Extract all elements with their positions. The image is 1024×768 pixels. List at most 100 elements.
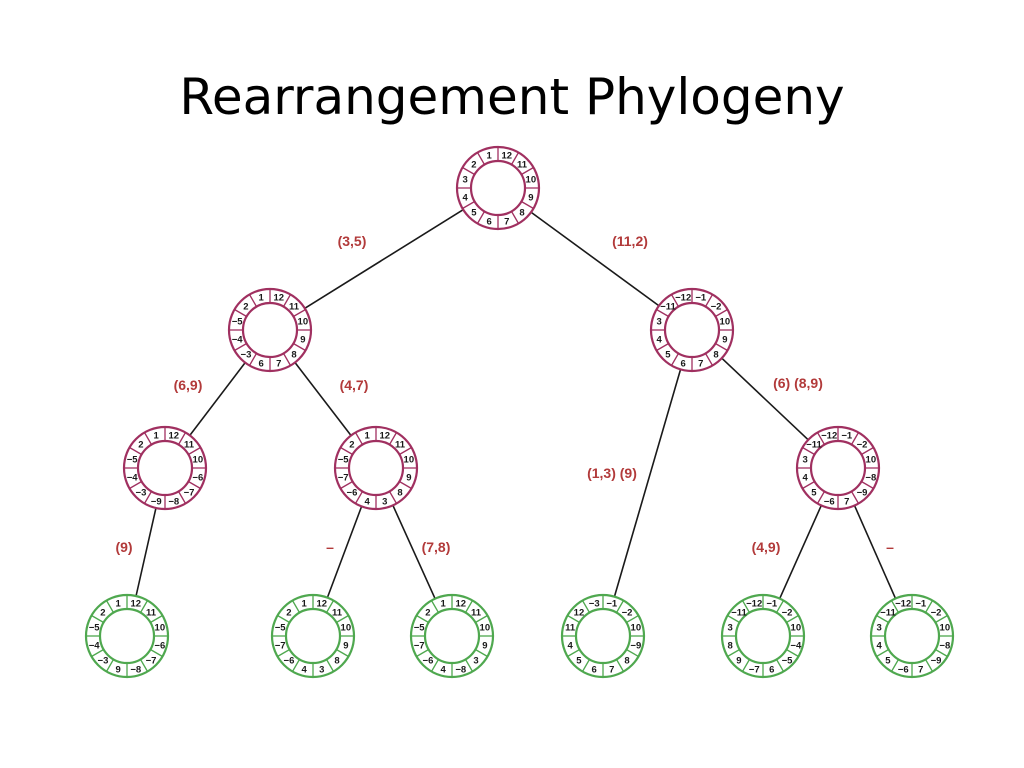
segment-divider (567, 614, 580, 624)
segment-divider (336, 648, 349, 658)
segment-divider (129, 480, 142, 490)
gene-label: 6 (487, 216, 492, 227)
gene-label: 9 (528, 192, 533, 203)
gene-label: −5 (275, 623, 287, 634)
segment-divider (626, 648, 639, 658)
gene-label: −5 (338, 455, 350, 466)
gene-label: 9 (736, 656, 741, 667)
gene-label: 1 (116, 599, 122, 610)
gene-label: 3 (473, 656, 478, 667)
segment-divider (143, 491, 153, 504)
segment-divider (581, 600, 591, 613)
gene-label: 8 (334, 656, 339, 667)
segment-divider (354, 432, 364, 445)
segment-divider (277, 614, 290, 624)
segment-divider (177, 432, 187, 445)
gene-label: −6 (898, 664, 909, 675)
segment-divider (340, 446, 353, 456)
gene-label: −2 (711, 301, 722, 312)
gene-label: 10 (480, 623, 491, 634)
gene-label: −3 (589, 599, 600, 610)
gene-label: 11 (184, 439, 195, 450)
gene-label: 12 (456, 599, 467, 610)
gene-label: 10 (404, 455, 415, 466)
segment-divider (786, 614, 799, 624)
gene-label: 5 (576, 656, 582, 667)
segment-divider (336, 614, 349, 624)
gene-label: 10 (940, 623, 951, 634)
gene-label: 10 (720, 317, 731, 328)
segment-divider (802, 446, 815, 456)
gene-label: −11 (731, 607, 747, 618)
segment-divider (177, 491, 187, 504)
edge-label-n5-l5: (4,9) (752, 539, 781, 555)
segment-divider (150, 614, 163, 624)
gene-label: 9 (482, 640, 487, 651)
gene-label: 4 (365, 496, 371, 507)
gene-label: 2 (243, 301, 248, 312)
gene-label: 10 (298, 317, 309, 328)
segment-divider (105, 659, 115, 672)
segment-divider (291, 659, 301, 672)
gene-label: −3 (241, 350, 252, 361)
gene-label: 9 (343, 640, 348, 651)
segment-divider (741, 659, 751, 672)
edge-n2-l4 (613, 369, 682, 597)
edge-n4-l2 (326, 506, 363, 598)
gene-label: −12 (895, 599, 911, 610)
segment-divider (430, 659, 440, 672)
segment-divider (670, 353, 680, 366)
edge-n4-l3 (392, 505, 436, 599)
gene-label: −9 (857, 488, 868, 499)
segment-divider (924, 600, 934, 613)
segment-divider (476, 211, 486, 224)
segment-divider (876, 614, 889, 624)
segment-divider (282, 294, 292, 307)
edge-n3-l1 (135, 507, 157, 597)
gene-label: 2 (286, 607, 291, 618)
gene-label: −5 (414, 623, 426, 634)
segment-divider (282, 353, 292, 366)
segment-divider (188, 480, 201, 490)
gene-label: 1 (154, 431, 160, 442)
segment-divider (581, 659, 591, 672)
gene-label: −5 (232, 317, 244, 328)
gene-label: 11 (332, 607, 343, 618)
gene-label: 11 (471, 607, 482, 618)
gene-label: 5 (665, 350, 671, 361)
edge-label-n3-l1: (9) (115, 539, 132, 555)
gene-label: 8 (728, 640, 733, 651)
gene-label: 5 (811, 488, 817, 499)
segment-divider (850, 491, 860, 504)
gene-label: 4 (657, 334, 663, 345)
gene-label: 5 (471, 208, 477, 219)
gene-label: 4 (803, 472, 809, 483)
segment-divider (521, 166, 534, 176)
segment-divider (861, 480, 874, 490)
segment-divider (475, 614, 488, 624)
gene-label: −2 (782, 607, 793, 618)
segment-divider (188, 446, 201, 456)
gene-label: 11 (565, 623, 576, 634)
gene-label: −2 (857, 439, 868, 450)
segment-divider (150, 648, 163, 658)
gene-label: 12 (574, 607, 585, 618)
gene-label: −7 (184, 488, 195, 499)
segment-divider (775, 659, 785, 672)
segment-divider (248, 294, 258, 307)
edge-n5-l5 (778, 505, 823, 599)
segment-divider (715, 308, 728, 318)
gene-label: 10 (791, 623, 802, 634)
segment-divider (890, 600, 900, 613)
gene-label: −8 (130, 664, 141, 675)
segment-divider (139, 659, 149, 672)
segment-divider (293, 308, 306, 318)
gene-label: −1 (695, 293, 707, 304)
segment-divider (277, 648, 290, 658)
segment-divider (248, 353, 258, 366)
segment-divider (786, 648, 799, 658)
gene-label: −7 (749, 664, 760, 675)
